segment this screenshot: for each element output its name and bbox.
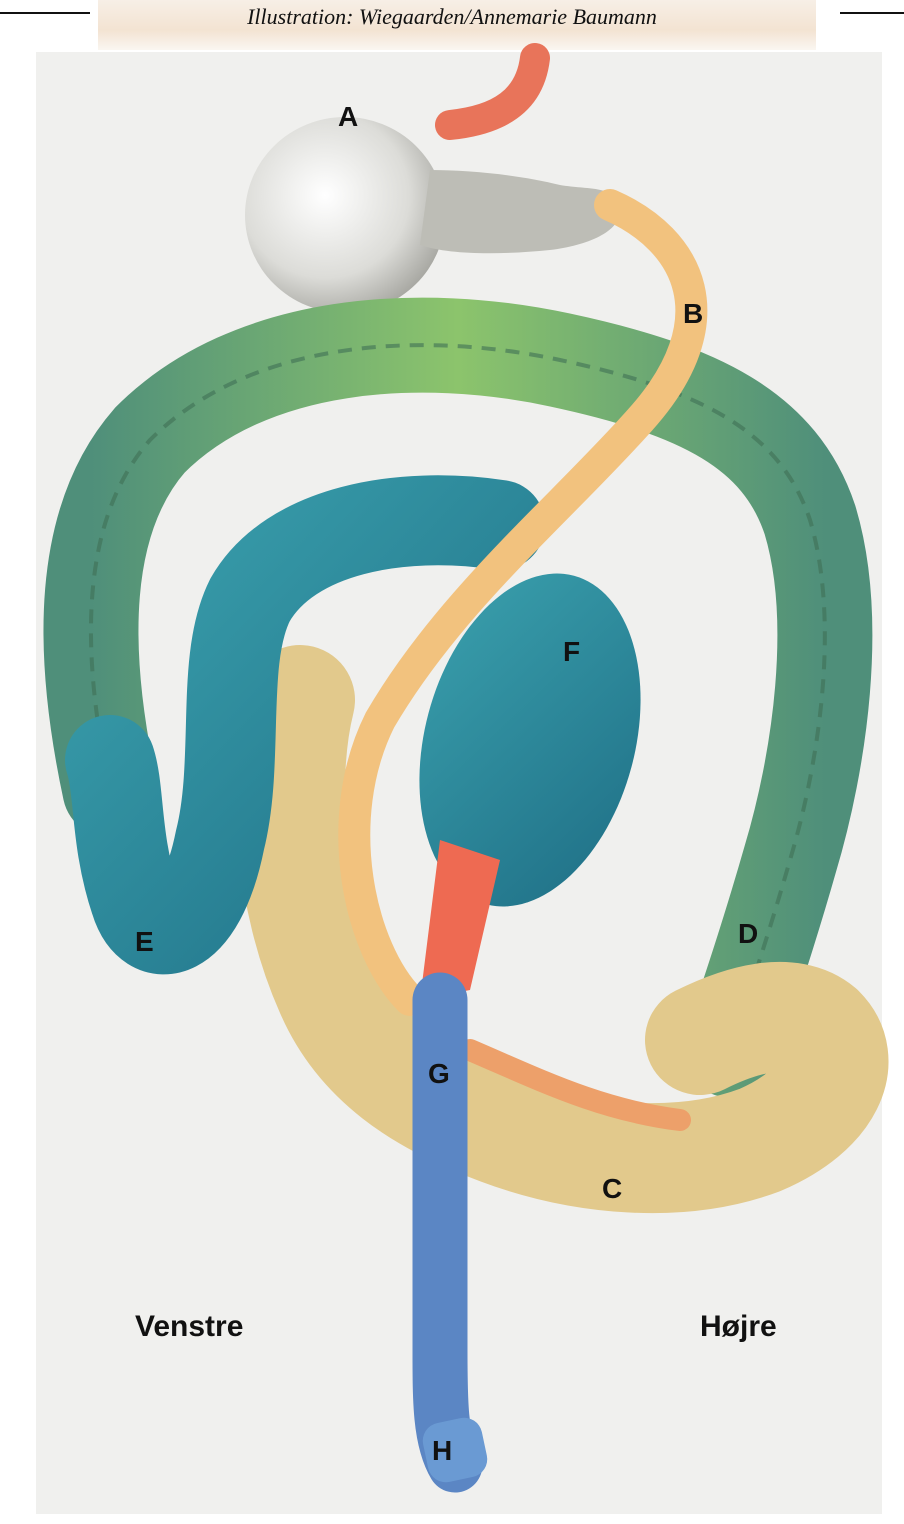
label-a: A [338, 103, 358, 131]
label-b: B [683, 300, 703, 328]
label-d: D [738, 920, 758, 948]
label-venstre: Venstre [135, 1312, 243, 1342]
blue-organ-shape [385, 549, 676, 932]
label-hojre: Højre [700, 1312, 777, 1342]
label-c: C [602, 1175, 622, 1203]
stomach-shape [245, 117, 620, 313]
esophagus-shape [450, 58, 535, 125]
label-e: E [135, 928, 154, 956]
label-g: G [428, 1060, 450, 1088]
label-h: H [432, 1437, 452, 1465]
label-f: F [563, 638, 580, 666]
